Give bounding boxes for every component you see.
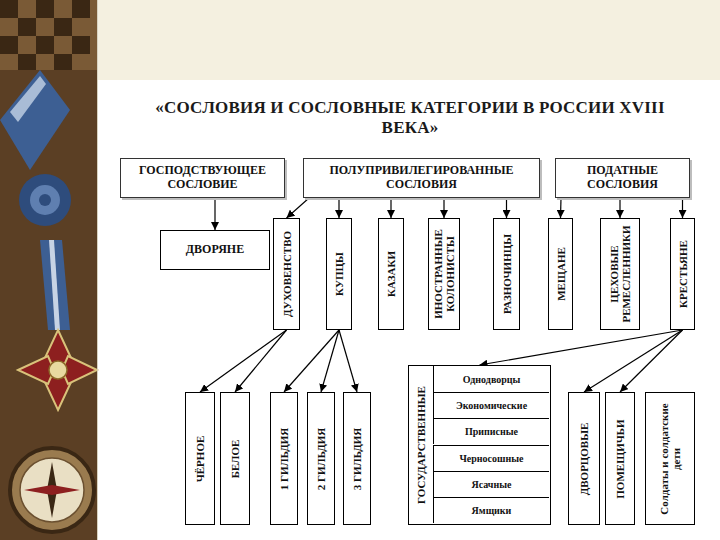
category-group-box: ГОСУДАРСТВЕННЫЕ ОднодворцыЭкономическиеПр…	[408, 365, 551, 525]
estate-box: КУПЦЫ	[326, 218, 352, 330]
box-label: КРЕСТЬЯНЕ	[676, 222, 688, 326]
estate-box: ДВОРЯНЕ	[160, 230, 270, 270]
estate-group-box: ПОЛУПРИВИЛЕГИРОВАННЫЕ СОСЛОВИЯ	[303, 158, 540, 198]
category-row: Черносошные	[433, 445, 549, 471]
box-label: ДУХОВЕНСТВО	[280, 222, 292, 326]
estate-box: КРЕСТЬЯНЕ	[670, 218, 695, 330]
photo-strip	[0, 0, 97, 540]
box-label: Однодворцы	[463, 374, 521, 385]
box-label: 1 ГИЛЬДИЯ	[278, 396, 290, 521]
box-label: ИНОСТРАННЫЕ КОЛОНИСТЫ	[432, 222, 456, 326]
connector-arrow	[339, 330, 357, 392]
box-label: Черносошные	[460, 453, 524, 464]
estate-box: Солдаты и солдатские дети	[645, 392, 695, 525]
box-label: ПОЛУПРИВИЛЕГИРОВАННЫЕ СОСЛОВИЯ	[310, 164, 533, 192]
estate-box: ЦЕХОВЫЕ РЕМЕСЛЕННИКИ	[600, 218, 640, 330]
strip-edge	[97, 0, 98, 540]
estate-box: БЕЛОЕ	[220, 392, 250, 525]
diagram-title: «СОСЛОВИЯ И СОСЛОВНЫЕ КАТЕГОРИИ В РОССИИ…	[130, 98, 690, 139]
connector-arrow	[682, 198, 683, 218]
box-label: ПОМЕЩИЧЬИ	[614, 396, 626, 521]
box-label: ПОДАТНЫЕ СОСЛОВИЯ	[562, 164, 683, 192]
box-label: ГОСУДАРСТВЕННЫЕ	[415, 371, 427, 520]
box-label: КУПЦЫ	[333, 222, 345, 326]
estate-box: ИНОСТРАННЫЕ КОЛОНИСТЫ	[428, 218, 460, 330]
box-label: Экономические	[456, 400, 527, 411]
medal-ribbon	[0, 70, 71, 330]
connector-arrow	[214, 198, 215, 230]
connector-arrow	[619, 198, 620, 218]
box-label: Ямщики	[472, 505, 512, 516]
estate-group-box: ГОСПОДСТВУЮЩЕЕ СОСЛОВИЕ	[120, 158, 285, 198]
connector-arrow	[584, 330, 683, 392]
category-row: Ямщики	[433, 497, 549, 523]
estate-box: РАЗНОЧИНЦЫ	[493, 218, 520, 330]
connector-arrow	[284, 330, 339, 392]
category-row: Однодворцы	[433, 366, 549, 392]
header-band	[0, 0, 720, 80]
box-label: Солдаты и солдатские дети	[658, 396, 682, 521]
chess-board	[0, 0, 97, 70]
connector-arrow	[287, 198, 310, 218]
compass	[10, 448, 94, 532]
box-label: ДВОРЦОВЫЕ	[578, 396, 590, 521]
box-label: ЦЕХОВЫЕ РЕМЕСЛЕННИКИ	[608, 222, 632, 326]
box-label: КАЗАКИ	[385, 222, 397, 326]
connector-arrow	[443, 198, 444, 218]
box-label: РАЗНОЧИНЦЫ	[500, 222, 512, 326]
connector-arrow	[620, 330, 683, 392]
order-cross	[18, 330, 97, 410]
estate-box: 3 ГИЛЬДИЯ	[343, 392, 371, 525]
box-label: МЕЩАНЕ	[554, 222, 566, 326]
connector-arrow	[235, 330, 287, 392]
box-label: Приписные	[465, 426, 518, 437]
estate-box: ДВОРЦОВЫЕ	[568, 392, 600, 525]
connector-arrow	[200, 330, 287, 392]
box-label: ДВОРЯНЕ	[186, 243, 244, 257]
connector-arrow	[390, 198, 391, 218]
connector-arrow	[321, 330, 339, 392]
estate-group-box: ПОДАТНЫЕ СОСЛОВИЯ	[555, 158, 690, 198]
connector-arrow	[506, 198, 507, 218]
box-label: ЧЁРНОЕ	[194, 396, 206, 521]
connector-arrow	[338, 198, 339, 218]
box-label: Ясачные	[471, 479, 511, 490]
category-row: Экономические	[433, 392, 549, 418]
box-label: БЕЛОЕ	[229, 396, 241, 521]
estate-box: ЧЁРНОЕ	[185, 392, 215, 525]
category-row: Приписные	[433, 418, 549, 444]
category-row: Ясачные	[433, 471, 549, 497]
estate-box: ПОМЕЩИЧЬИ	[605, 392, 635, 525]
box-label: ГОСПОДСТВУЮЩЕЕ СОСЛОВИЕ	[127, 164, 278, 192]
estate-box: МЕЩАНЕ	[548, 218, 573, 330]
estate-box: 1 ГИЛЬДИЯ	[270, 392, 298, 525]
estate-box: 2 ГИЛЬДИЯ	[307, 392, 335, 525]
estate-box: ДУХОВЕНСТВО	[273, 218, 300, 330]
connector-arrow	[560, 198, 562, 218]
box-label: 3 ГИЛЬДИЯ	[351, 396, 363, 521]
estate-box: КАЗАКИ	[378, 218, 404, 330]
box-label: 2 ГИЛЬДИЯ	[315, 396, 327, 521]
